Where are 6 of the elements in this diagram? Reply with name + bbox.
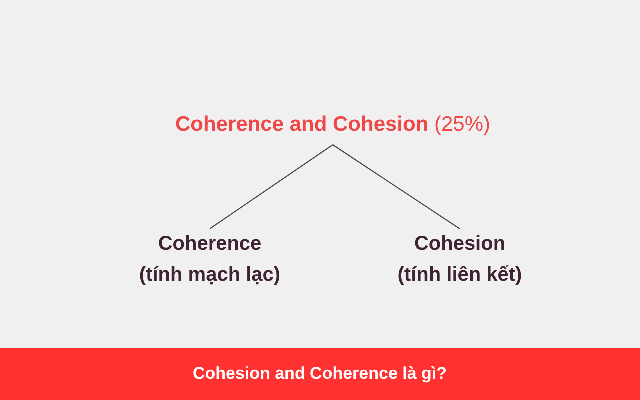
subtopic-label: Coherence (tính mạch lạc) [130, 229, 290, 291]
connector-line [210, 144, 334, 230]
subtopic-label: Cohesion (tính liên kết) [380, 229, 540, 291]
topic-heading: Coherence and Cohesion (25%) [175, 112, 491, 145]
connector-line [332, 144, 460, 230]
caption-banner: Cohesion and Coherence là gì? [0, 348, 640, 400]
